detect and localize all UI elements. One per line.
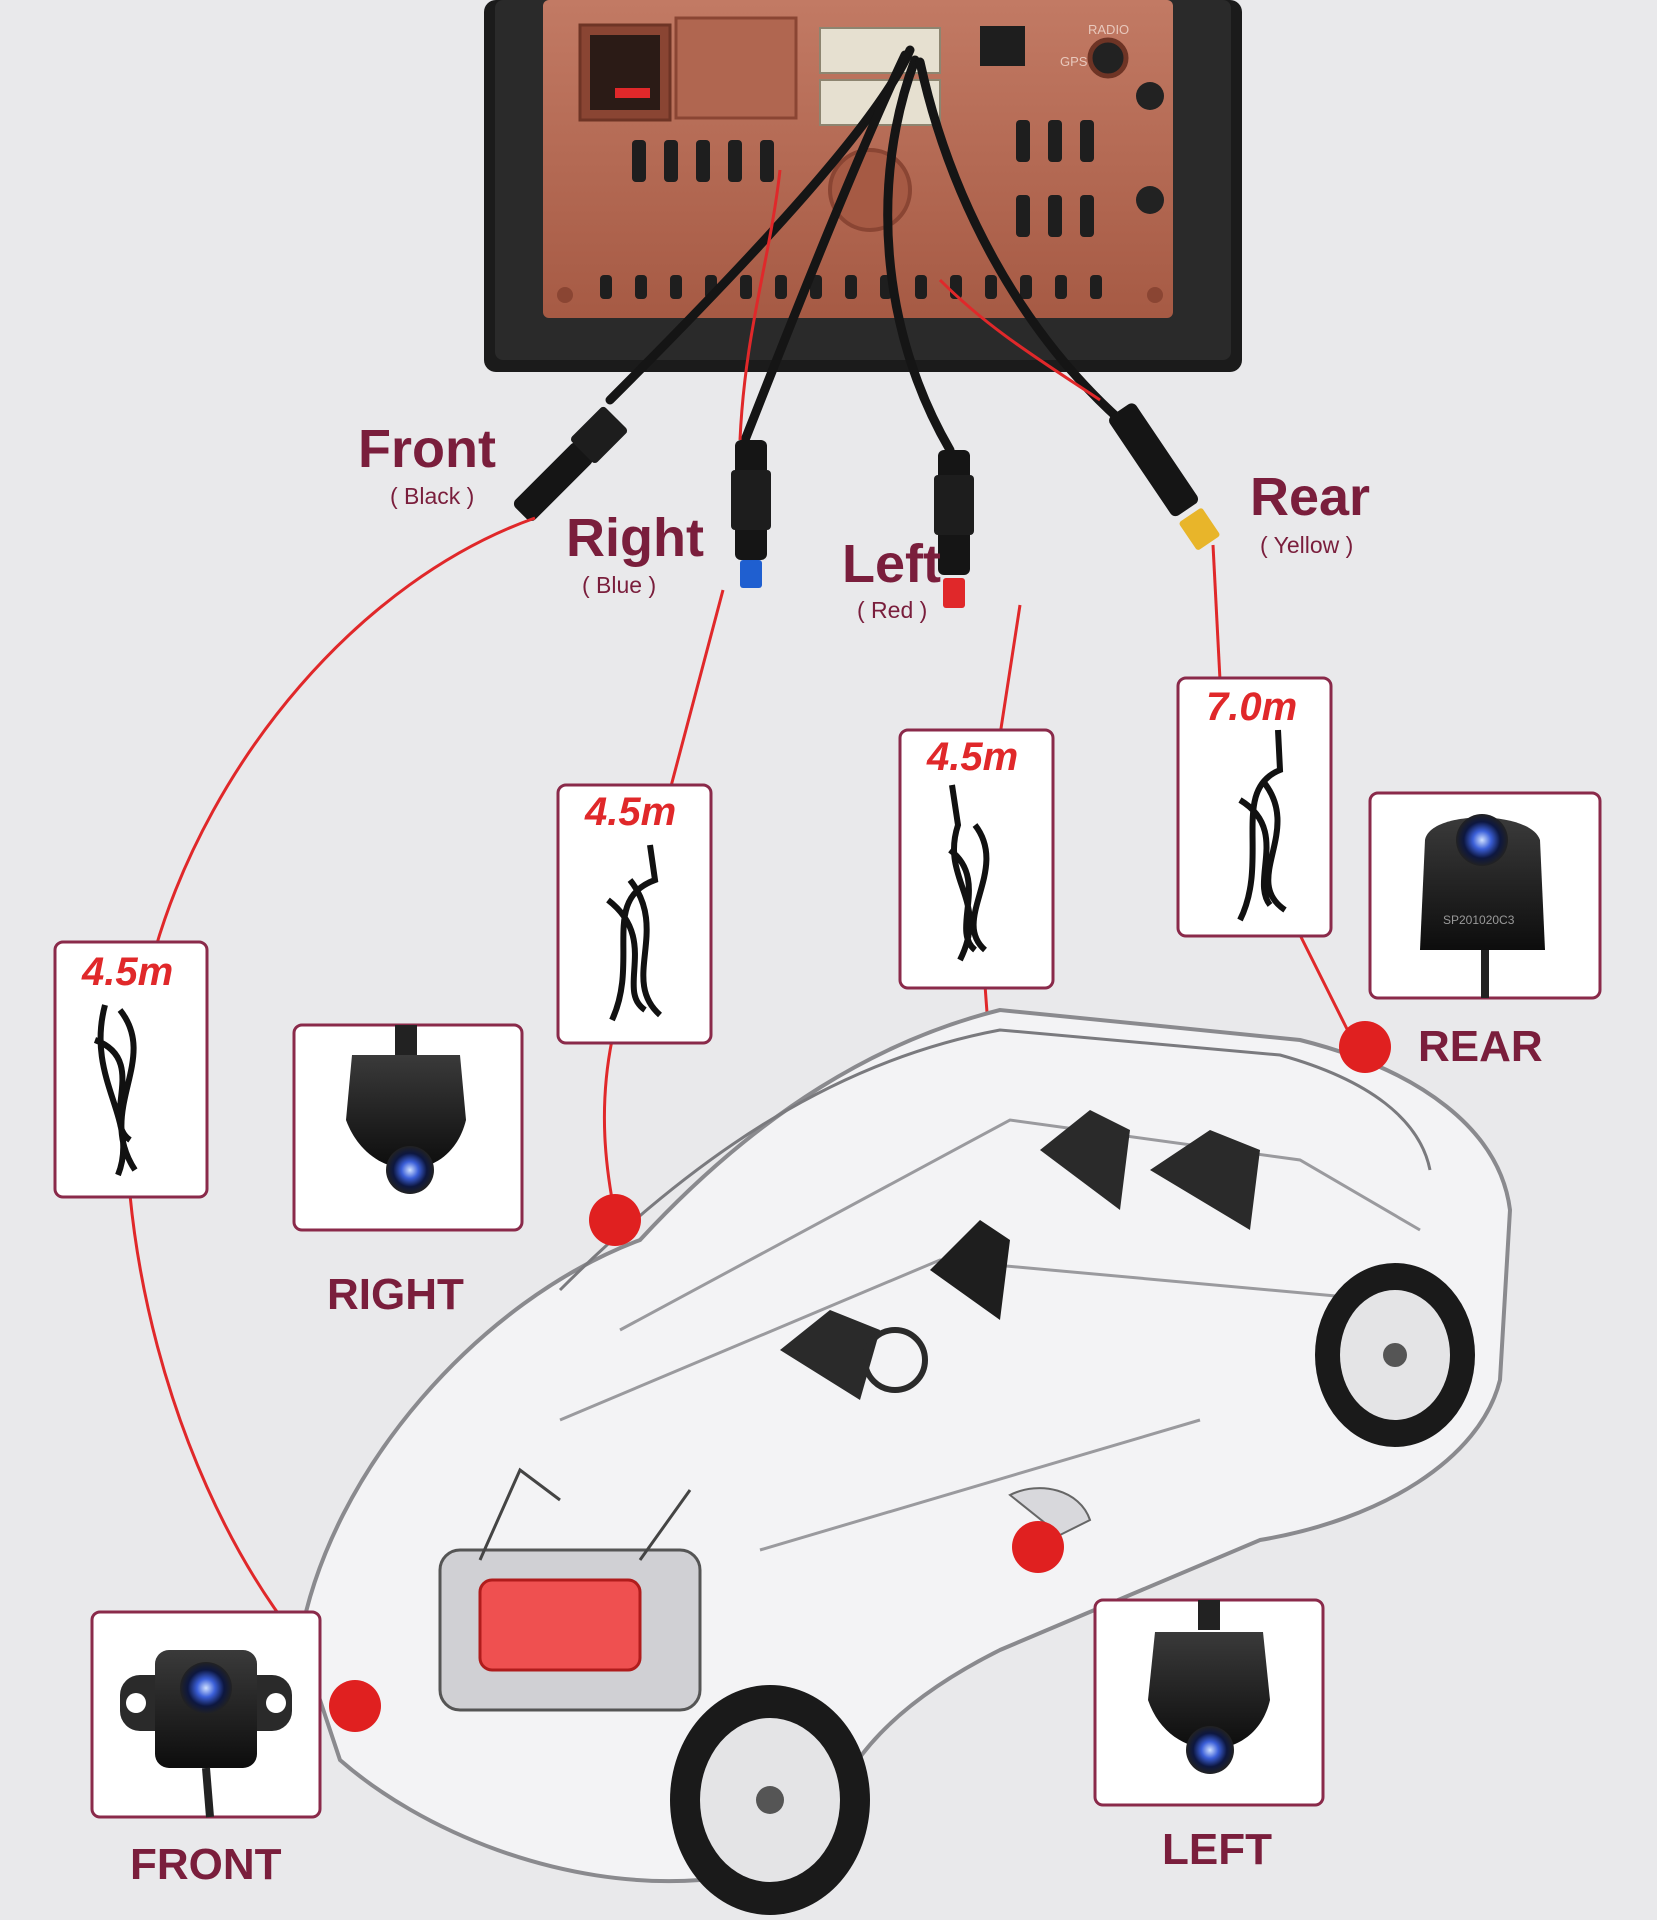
rear-connector	[1109, 403, 1220, 550]
rear-camera-box: SP201020C3	[1368, 791, 1602, 1000]
rear-connector-label: Rear	[1250, 467, 1371, 527]
rear-camera-lens	[1456, 814, 1508, 866]
front-connector-color: ( Black )	[390, 483, 475, 509]
car-illustration	[297, 1007, 1513, 1915]
right-camera-box	[292, 1023, 524, 1232]
front-camera-lens	[180, 1662, 232, 1714]
right-cable-box	[556, 783, 713, 1045]
right-connector-label: Right	[566, 508, 704, 568]
right-mount-dot	[589, 1194, 641, 1246]
left-connector-color: ( Red )	[857, 597, 928, 623]
rear-cable-length: 7.0m	[1206, 685, 1298, 729]
left-connector-label: Left	[842, 534, 941, 594]
rear-mount-dot	[1339, 1021, 1391, 1073]
right-camera-lens	[386, 1146, 434, 1194]
left-camera-label: LEFT	[1162, 1825, 1272, 1874]
front-cable-box	[53, 940, 209, 1199]
right-connector-color: ( Blue )	[582, 572, 657, 598]
left-camera-lens	[1186, 1726, 1234, 1774]
front-camera-label: FRONT	[130, 1840, 282, 1889]
rear-cable-box	[1176, 676, 1333, 938]
rear-camera-code: SP201020C3	[1443, 913, 1515, 927]
left-connector	[934, 450, 974, 608]
left-cable-box	[898, 728, 1055, 990]
head-unit: RADIO GPS	[484, 0, 1242, 372]
harness-red-wires	[738, 169, 1101, 441]
front-wheel	[670, 1685, 870, 1915]
rear-connector-color: ( Yellow )	[1260, 532, 1354, 558]
left-mount-dot	[1012, 1521, 1064, 1573]
right-camera-label: RIGHT	[327, 1270, 464, 1319]
radio-label: RADIO	[1088, 22, 1129, 37]
front-connector	[513, 406, 628, 522]
harness	[605, 45, 1125, 455]
right-cable-length: 4.5m	[585, 790, 677, 834]
gps-label: GPS	[1060, 54, 1088, 69]
rear-wheel	[1315, 1263, 1475, 1447]
front-connector-label: Front	[358, 419, 496, 479]
front-mount-dot	[329, 1680, 381, 1732]
front-cable-length: 4.5m	[82, 950, 174, 994]
left-camera-box	[1093, 1598, 1325, 1807]
rear-camera-label: REAR	[1418, 1022, 1543, 1071]
right-connector	[731, 440, 771, 588]
front-camera-box	[90, 1610, 322, 1819]
left-cable-length: 4.5m	[927, 735, 1019, 779]
